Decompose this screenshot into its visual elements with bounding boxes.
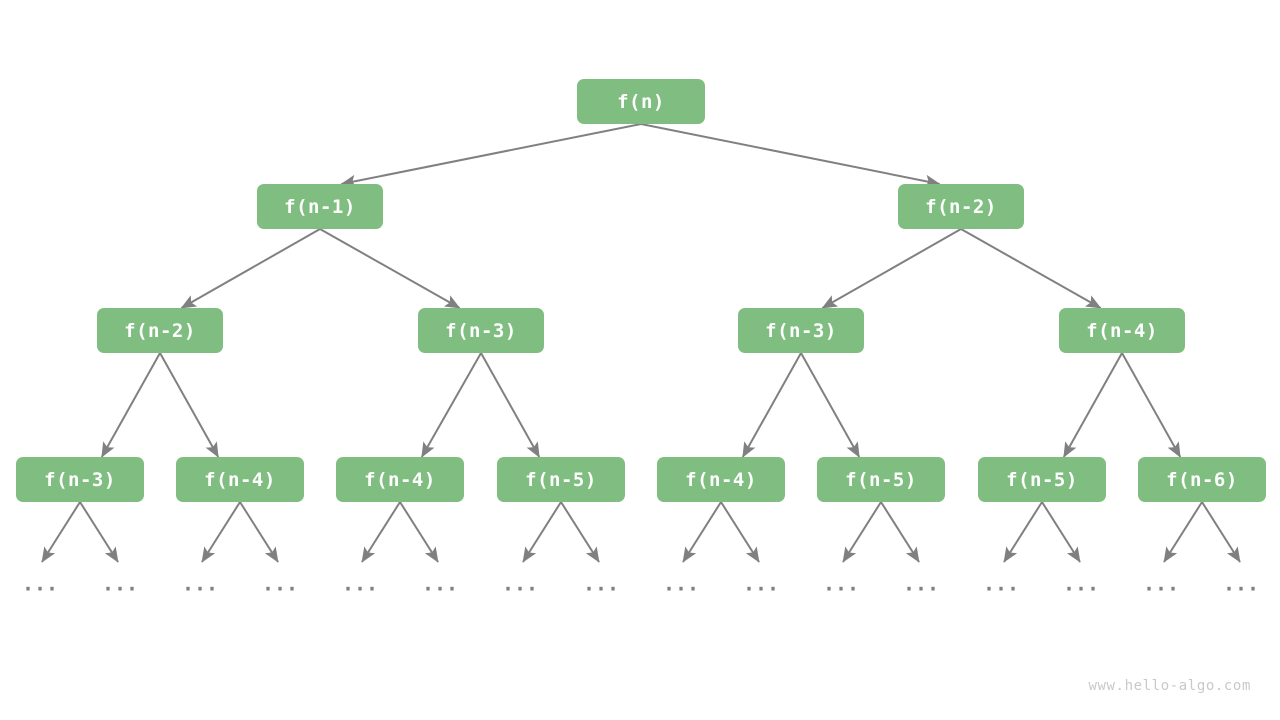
tree-node[interactable]: f(n-2) (898, 184, 1024, 229)
tree-node-label: f(n-5) (845, 469, 917, 491)
tree-node-box[interactable] (577, 79, 705, 124)
tree-node-label: f(n) (617, 91, 665, 113)
tree-node-box[interactable] (497, 457, 625, 502)
tree-node[interactable]: f(n-5) (497, 457, 625, 502)
tree-leaf-edge (522, 501, 562, 563)
ellipsis-marker: ... (583, 572, 619, 596)
ellipsis-marker: ... (342, 572, 378, 596)
tree-edge (159, 352, 220, 458)
tree-node-label: f(n-3) (445, 320, 517, 342)
tree-node-box[interactable] (817, 457, 945, 502)
tree-node-box[interactable] (176, 457, 304, 502)
ellipsis-marker: ... (903, 572, 939, 596)
ellipsis-marker: ... (102, 572, 138, 596)
tree-node-label: f(n-4) (204, 469, 276, 491)
tree-leaf-edge (1201, 501, 1241, 563)
tree-node-label: f(n-6) (1166, 469, 1238, 491)
tree-edge (319, 228, 461, 309)
ellipsis-marker: ... (262, 572, 298, 596)
tree-leaf-edge (1163, 501, 1203, 563)
tree-node-label: f(n-3) (765, 320, 837, 342)
tree-node-box[interactable] (16, 457, 144, 502)
tree-node-box[interactable] (898, 184, 1024, 229)
tree-node-label: f(n-4) (1086, 320, 1158, 342)
tree-node[interactable]: f(n-1) (257, 184, 383, 229)
tree-node-label: f(n-2) (925, 196, 997, 218)
ellipsis-marker: ... (663, 572, 699, 596)
tree-leaf-edge (1003, 501, 1043, 563)
nodes-layer: f(n) f(n-1) f(n-2) f(n-2) f(n-3) f(n-3) f(n-4)… (16, 79, 1266, 502)
tree-edge (741, 352, 802, 458)
tree-node[interactable]: f(n-3) (16, 457, 144, 502)
tree-node[interactable]: f(n) (577, 79, 705, 124)
ellipsis-layer: ........................................… (22, 572, 1259, 596)
tree-node[interactable]: f(n-4) (657, 457, 785, 502)
tree-node-box[interactable] (738, 308, 864, 353)
tree-node-box[interactable] (1059, 308, 1185, 353)
tree-leaf-edge (41, 501, 81, 563)
tree-node[interactable]: f(n-5) (978, 457, 1106, 502)
tree-node-label: f(n-4) (364, 469, 436, 491)
tree-leaf-edge (79, 501, 119, 563)
ellipsis-marker: ... (1063, 572, 1099, 596)
tree-edge (480, 352, 541, 458)
tree-leaf-edge (361, 501, 401, 563)
tree-leaf-edge (399, 501, 439, 563)
tree-leaf-edge (1041, 501, 1081, 563)
tree-node-box[interactable] (336, 457, 464, 502)
tree-node-box[interactable] (97, 308, 223, 353)
tree-edge (1121, 352, 1182, 458)
tree-edge (100, 352, 161, 458)
ellipsis-marker: ... (182, 572, 218, 596)
ellipsis-marker: ... (422, 572, 458, 596)
tree-node[interactable]: f(n-4) (176, 457, 304, 502)
tree-leaf-edge (239, 501, 279, 563)
tree-node-label: f(n-1) (284, 196, 356, 218)
ellipsis-marker: ... (1223, 572, 1259, 596)
tree-edge (180, 228, 321, 309)
tree-node[interactable]: f(n-4) (1059, 308, 1185, 353)
tree-edge (1062, 352, 1123, 458)
tree-edge (800, 352, 861, 458)
tree-node[interactable]: f(n-4) (336, 457, 464, 502)
tree-node[interactable]: f(n-5) (817, 457, 945, 502)
tree-leaf-edge (682, 501, 722, 563)
tree-node[interactable]: f(n-3) (418, 308, 544, 353)
leaf-edges-layer (41, 501, 1241, 563)
watermark: www.hello-algo.com (1088, 678, 1251, 694)
tree-node-label: f(n-5) (1006, 469, 1078, 491)
tree-edge (821, 228, 962, 309)
tree-edge (420, 352, 482, 458)
tree-leaf-edge (560, 501, 600, 563)
tree-node-box[interactable] (418, 308, 544, 353)
tree-node-label: f(n-3) (44, 469, 116, 491)
ellipsis-marker: ... (743, 572, 779, 596)
edges-layer (100, 123, 1182, 458)
tree-node[interactable]: f(n-3) (738, 308, 864, 353)
tree-node-box[interactable] (1138, 457, 1266, 502)
tree-node-box[interactable] (657, 457, 785, 502)
tree-node-box[interactable] (257, 184, 383, 229)
tree-node[interactable]: f(n-2) (97, 308, 223, 353)
tree-node-label: f(n-4) (685, 469, 757, 491)
ellipsis-marker: ... (1143, 572, 1179, 596)
tree-edge (640, 123, 941, 188)
tree-leaf-edge (201, 501, 241, 563)
tree-edge (960, 228, 1102, 309)
tree-node-box[interactable] (978, 457, 1106, 502)
tree-node-label: f(n-5) (525, 469, 597, 491)
ellipsis-marker: ... (502, 572, 538, 596)
ellipsis-marker: ... (983, 572, 1019, 596)
tree-leaf-edge (720, 501, 760, 563)
tree-node-label: f(n-2) (124, 320, 196, 342)
tree-node[interactable]: f(n-6) (1138, 457, 1266, 502)
tree-edge (340, 123, 642, 188)
ellipsis-marker: ... (823, 572, 859, 596)
tree-leaf-edge (880, 501, 920, 563)
ellipsis-marker: ... (22, 572, 58, 596)
tree-leaf-edge (842, 501, 882, 563)
